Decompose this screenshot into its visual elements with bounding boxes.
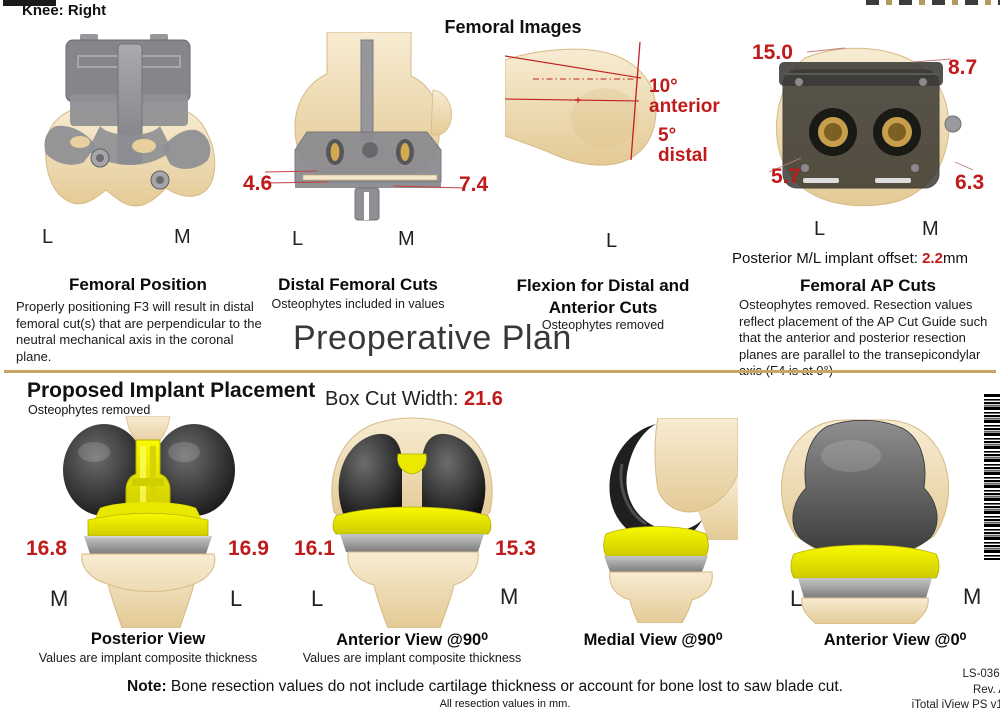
panel3-angle2-value: 5° xyxy=(658,125,677,146)
anterior-view-90-image xyxy=(331,417,493,628)
panel2-right-measurement: 7.4 xyxy=(459,173,489,196)
anterior0-left-label: L xyxy=(790,586,803,611)
anterior90-caption: Anterior View @90⁰ xyxy=(336,631,488,649)
panel1-left-label: L xyxy=(42,226,54,248)
implant-section-subtitle: Osteophytes removed xyxy=(28,403,151,417)
panel4-bottomright-measurement: 6.3 xyxy=(955,171,985,194)
footer-note: Note: Bone resection values do not inclu… xyxy=(0,678,970,696)
panel4-topleft-measurement: 15.0 xyxy=(752,41,793,64)
footer-note-text: Bone resection values do not include car… xyxy=(170,678,843,695)
posterior-offset-value: 2.2 xyxy=(922,250,943,267)
panel3-angle2-text: distal xyxy=(658,145,708,166)
posterior-right-label: L xyxy=(230,586,243,611)
panel1-description: Properly positioning F3 will result in d… xyxy=(16,299,262,364)
panel2-right-label: M xyxy=(398,228,415,250)
anterior90-left-label: L xyxy=(311,586,324,611)
box-cut-width-line: Box Cut Width: 21.6 xyxy=(325,388,503,411)
panel3-left-label: L xyxy=(606,230,618,252)
femoral-ap-cuts-image xyxy=(768,47,973,207)
anterior90-subcaption: Values are implant composite thickness xyxy=(302,651,522,665)
anterior90-left-value: 16.1 xyxy=(294,537,335,560)
section-divider xyxy=(4,370,996,373)
panel2-subcaption: Osteophytes included in values xyxy=(271,297,445,311)
posterior-view-image xyxy=(63,416,235,628)
posterior-caption: Posterior View xyxy=(90,630,206,648)
doc-reference-software: iTotal iView PS v1. xyxy=(911,699,1000,711)
panel3-angle1: 10° anterior xyxy=(649,77,720,117)
panel3-caption-line2: Anterior Cuts xyxy=(548,298,658,317)
panel4-caption: Femoral AP Cuts xyxy=(799,276,937,295)
posterior-left-value: 16.8 xyxy=(26,537,67,560)
medial-view-90-image xyxy=(603,418,738,623)
posterior-offset-unit: mm xyxy=(942,250,968,267)
implant-section-title: Proposed Implant Placement xyxy=(27,379,316,402)
posterior-right-value: 16.9 xyxy=(228,537,269,560)
anterior0-caption: Anterior View @0⁰ xyxy=(823,631,967,649)
doc-reference-number: LS-0367 xyxy=(962,668,1000,680)
anterior-view-0-image xyxy=(780,419,950,624)
panel4-topright-measurement: 8.7 xyxy=(948,56,978,79)
doc-reference-revision: Rev. A xyxy=(972,683,1000,696)
page-title: Femoral Images xyxy=(444,17,582,37)
medial90-caption: Medial View @90⁰ xyxy=(583,631,723,649)
panel2-caption: Distal Femoral Cuts xyxy=(278,275,438,294)
panel2-left-label: L xyxy=(292,228,304,250)
panel1-caption: Femoral Position xyxy=(69,275,207,294)
panel3-caption-line1: Flexion for Distal and xyxy=(516,276,690,295)
panel3-angle1-value: 10° xyxy=(649,76,678,97)
panel3-angle1-text: anterior xyxy=(649,96,720,117)
barcode xyxy=(984,394,1000,560)
femoral-position-image xyxy=(44,34,216,207)
panel4-description: Osteophytes removed. Resection values re… xyxy=(739,297,988,378)
distal-femoral-cuts-image xyxy=(265,32,465,221)
footer-note-sub: All resection values in mm. xyxy=(439,698,571,710)
posterior-offset-line: Posterior M/L implant offset: 2.2mm xyxy=(732,250,968,267)
knee-side-label: Knee: Right xyxy=(22,2,107,19)
anterior90-right-label: M xyxy=(500,584,519,609)
preoperative-plan-title: Preoperative Plan xyxy=(293,319,572,357)
posterior-left-label: M xyxy=(50,586,69,611)
box-cut-width-value: 21.6 xyxy=(463,388,503,410)
panel4-right-label: M xyxy=(922,218,939,240)
panel4-left-label: L xyxy=(814,218,826,240)
anterior90-right-value: 15.3 xyxy=(495,537,536,560)
panel4-bottomleft-measurement: 5.7 xyxy=(771,165,801,188)
flexion-image xyxy=(505,41,657,166)
panel1-right-label: M xyxy=(174,226,191,248)
truncated-header-left xyxy=(3,0,56,6)
posterior-offset-label: Posterior M/L implant offset: xyxy=(732,250,918,267)
panel3-angle2: 5° distal xyxy=(658,126,708,166)
anterior0-right-label: M xyxy=(963,584,982,609)
footer-note-label: Note: xyxy=(127,678,167,695)
posterior-subcaption: Values are implant composite thickness xyxy=(38,651,258,665)
panel3-subcaption: Osteophytes removed xyxy=(541,318,665,332)
panel2-left-measurement: 4.6 xyxy=(243,172,273,195)
doc-reference: LS-0367 Rev. A iTotal iView PS v1. xyxy=(912,667,1000,714)
truncated-logo xyxy=(866,0,1000,5)
box-cut-width-label: Box Cut Width: xyxy=(325,388,459,410)
